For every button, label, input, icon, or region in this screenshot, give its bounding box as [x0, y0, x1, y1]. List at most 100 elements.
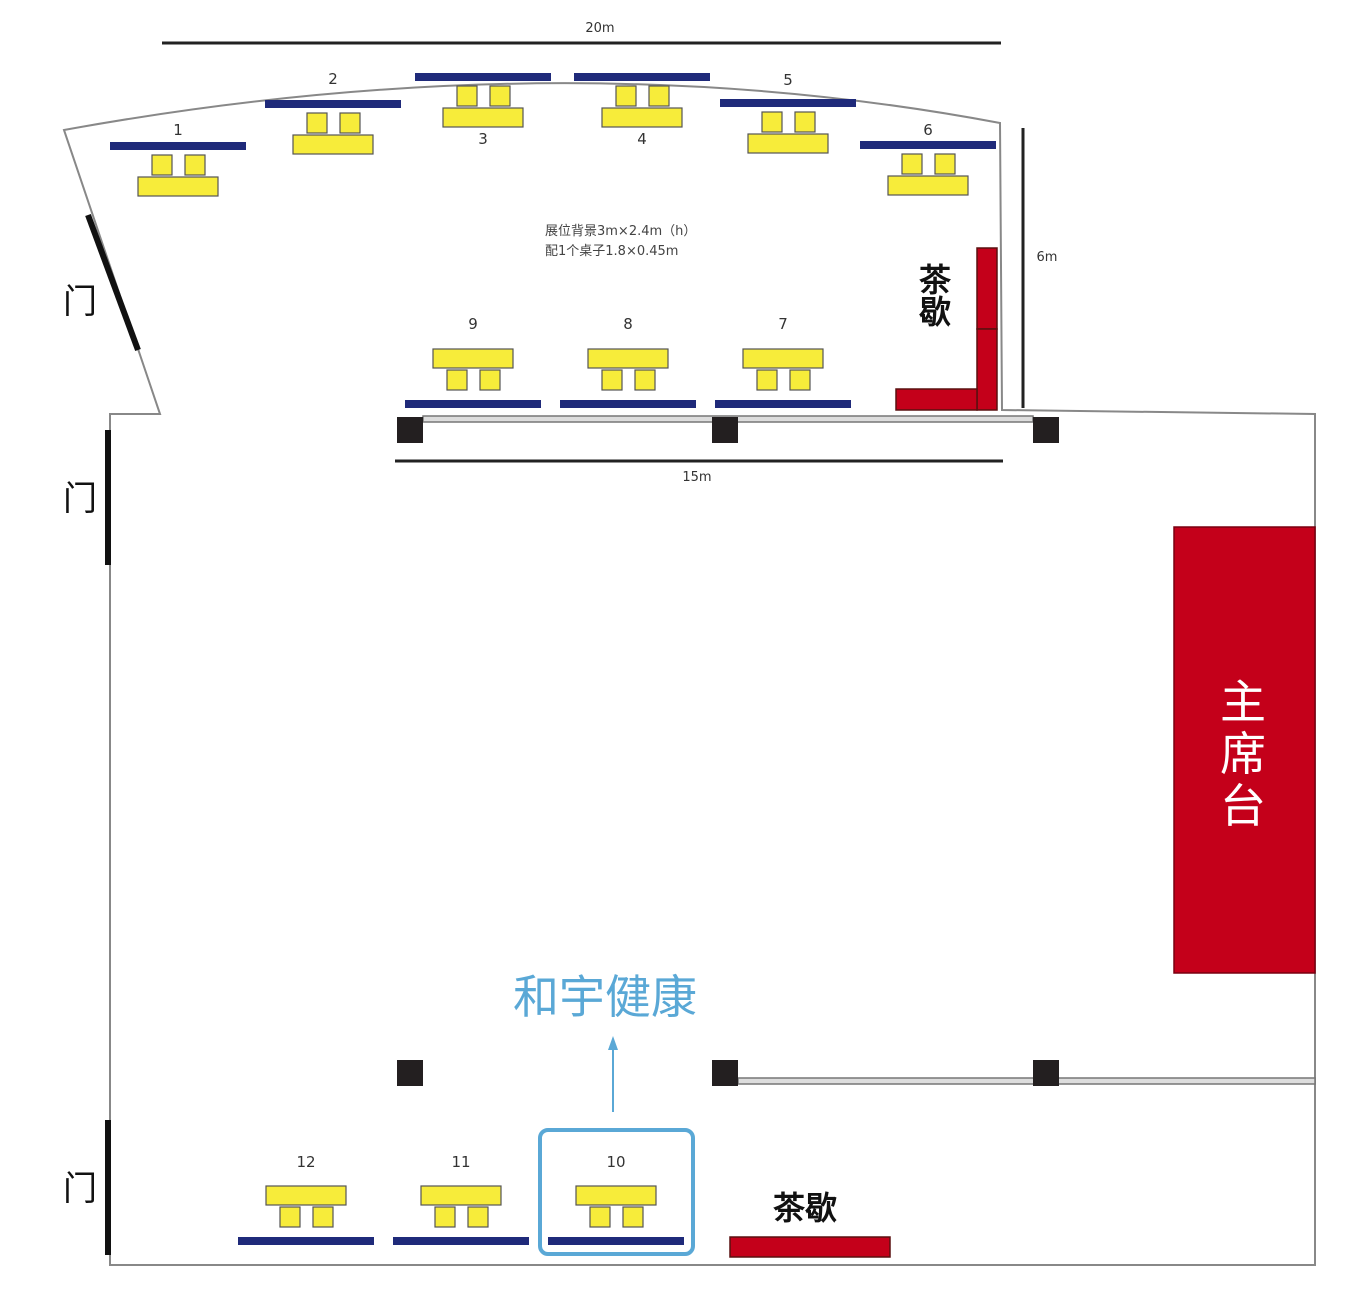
tea-break-area-bottom — [729, 1236, 891, 1258]
column — [712, 1060, 738, 1086]
booth-number: 5 — [783, 71, 793, 89]
chair — [489, 85, 511, 107]
booth-12[interactable]: 12 — [238, 1153, 374, 1245]
chair — [789, 369, 811, 391]
booth-number: 12 — [296, 1153, 315, 1171]
booth-backdrop — [715, 400, 851, 408]
booth-backdrop — [393, 1237, 529, 1245]
booth-backdrop — [405, 400, 541, 408]
stage-label: 席 — [1220, 727, 1266, 781]
booth-backdrop — [574, 73, 710, 81]
highlight-box[interactable] — [538, 1128, 695, 1256]
chair — [151, 154, 173, 176]
chair — [794, 111, 816, 133]
column — [1033, 1060, 1059, 1086]
chair — [761, 111, 783, 133]
booth-number: 1 — [173, 121, 183, 139]
main-stage[interactable] — [1173, 526, 1316, 974]
chair — [467, 1206, 489, 1228]
booth-5[interactable]: 5 — [720, 71, 856, 154]
tea-break-area-top — [895, 247, 998, 411]
tea-break-label: 茶歇 — [914, 263, 952, 328]
door-label: 门 — [63, 479, 97, 519]
dimension-label-20m: 20m — [585, 21, 614, 36]
chair — [622, 1206, 644, 1228]
booth-backdrop — [415, 73, 551, 81]
door-label: 门 — [63, 282, 97, 322]
booth-4[interactable]: 4 — [574, 73, 710, 148]
chair — [306, 112, 328, 134]
partition-beam — [737, 1077, 1316, 1085]
columns — [397, 417, 1059, 1086]
booth-number: 4 — [637, 130, 647, 148]
chair — [601, 369, 623, 391]
chair — [589, 1206, 611, 1228]
chair — [934, 153, 956, 175]
chair — [184, 154, 206, 176]
chair — [479, 369, 501, 391]
dimension-label-15m: 15m — [682, 470, 711, 485]
booth-backdrop — [238, 1237, 374, 1245]
door[interactable] — [85, 213, 141, 352]
arrow-head-icon — [608, 1036, 618, 1050]
booth-8[interactable]: 8 — [560, 315, 696, 408]
chair — [456, 85, 478, 107]
booth-3[interactable]: 3 — [415, 73, 551, 148]
room-outline — [62, 82, 1316, 1266]
booth-number: 8 — [623, 315, 633, 333]
chair — [756, 369, 778, 391]
chair — [279, 1206, 301, 1228]
stage-label: 台 — [1220, 779, 1266, 833]
booth-7[interactable]: 7 — [715, 315, 851, 408]
booth-2[interactable]: 2 — [265, 70, 401, 155]
booth-number: 11 — [451, 1153, 470, 1171]
booth-table — [420, 1185, 502, 1206]
chair — [446, 369, 468, 391]
booth-table — [292, 134, 374, 155]
booth-number: 3 — [478, 130, 488, 148]
dimension-label-6m: 6m — [1037, 250, 1058, 265]
booth-backdrop — [548, 1237, 684, 1245]
booth-6[interactable]: 6 — [860, 121, 996, 196]
booth-table — [575, 1185, 657, 1206]
booth-table — [265, 1185, 347, 1206]
column — [397, 417, 423, 443]
column — [397, 1060, 423, 1086]
tea-break-label: 茶歇 — [773, 1189, 837, 1227]
booth-backdrop — [560, 400, 696, 408]
booth-backdrop — [720, 99, 856, 107]
booth-table — [747, 133, 829, 154]
booth-number: 6 — [923, 121, 933, 139]
booth-11[interactable]: 11 — [393, 1153, 529, 1245]
booth-number: 2 — [328, 70, 338, 88]
door-label: 门 — [63, 1169, 97, 1209]
chair — [615, 85, 637, 107]
booth-spec-note: 展位背景3m×2.4m（h） — [545, 224, 696, 239]
chair — [434, 1206, 456, 1228]
booth-table — [887, 175, 969, 196]
booth-table — [601, 107, 683, 128]
chair — [648, 85, 670, 107]
chair — [901, 153, 923, 175]
booth-table — [442, 107, 524, 128]
booth-table — [432, 348, 514, 369]
highlight-label: 和宇健康 — [513, 970, 697, 1024]
booth-table — [587, 348, 669, 369]
booth-backdrop — [265, 100, 401, 108]
booth-backdrop — [860, 141, 996, 149]
booth-number: 10 — [606, 1153, 625, 1171]
column — [1033, 417, 1059, 443]
booth-9[interactable]: 9 — [405, 315, 541, 408]
chair — [312, 1206, 334, 1228]
booth-spec-note: 配1个桌子1.8×0.45m — [545, 244, 678, 259]
chair — [634, 369, 656, 391]
booth-backdrop — [110, 142, 246, 150]
booth-table — [137, 176, 219, 197]
booth-table — [742, 348, 824, 369]
booth-10[interactable]: 10 — [548, 1153, 684, 1245]
booth-1[interactable]: 1 — [110, 121, 246, 197]
column — [712, 417, 738, 443]
stage-label: 主 — [1220, 675, 1266, 729]
